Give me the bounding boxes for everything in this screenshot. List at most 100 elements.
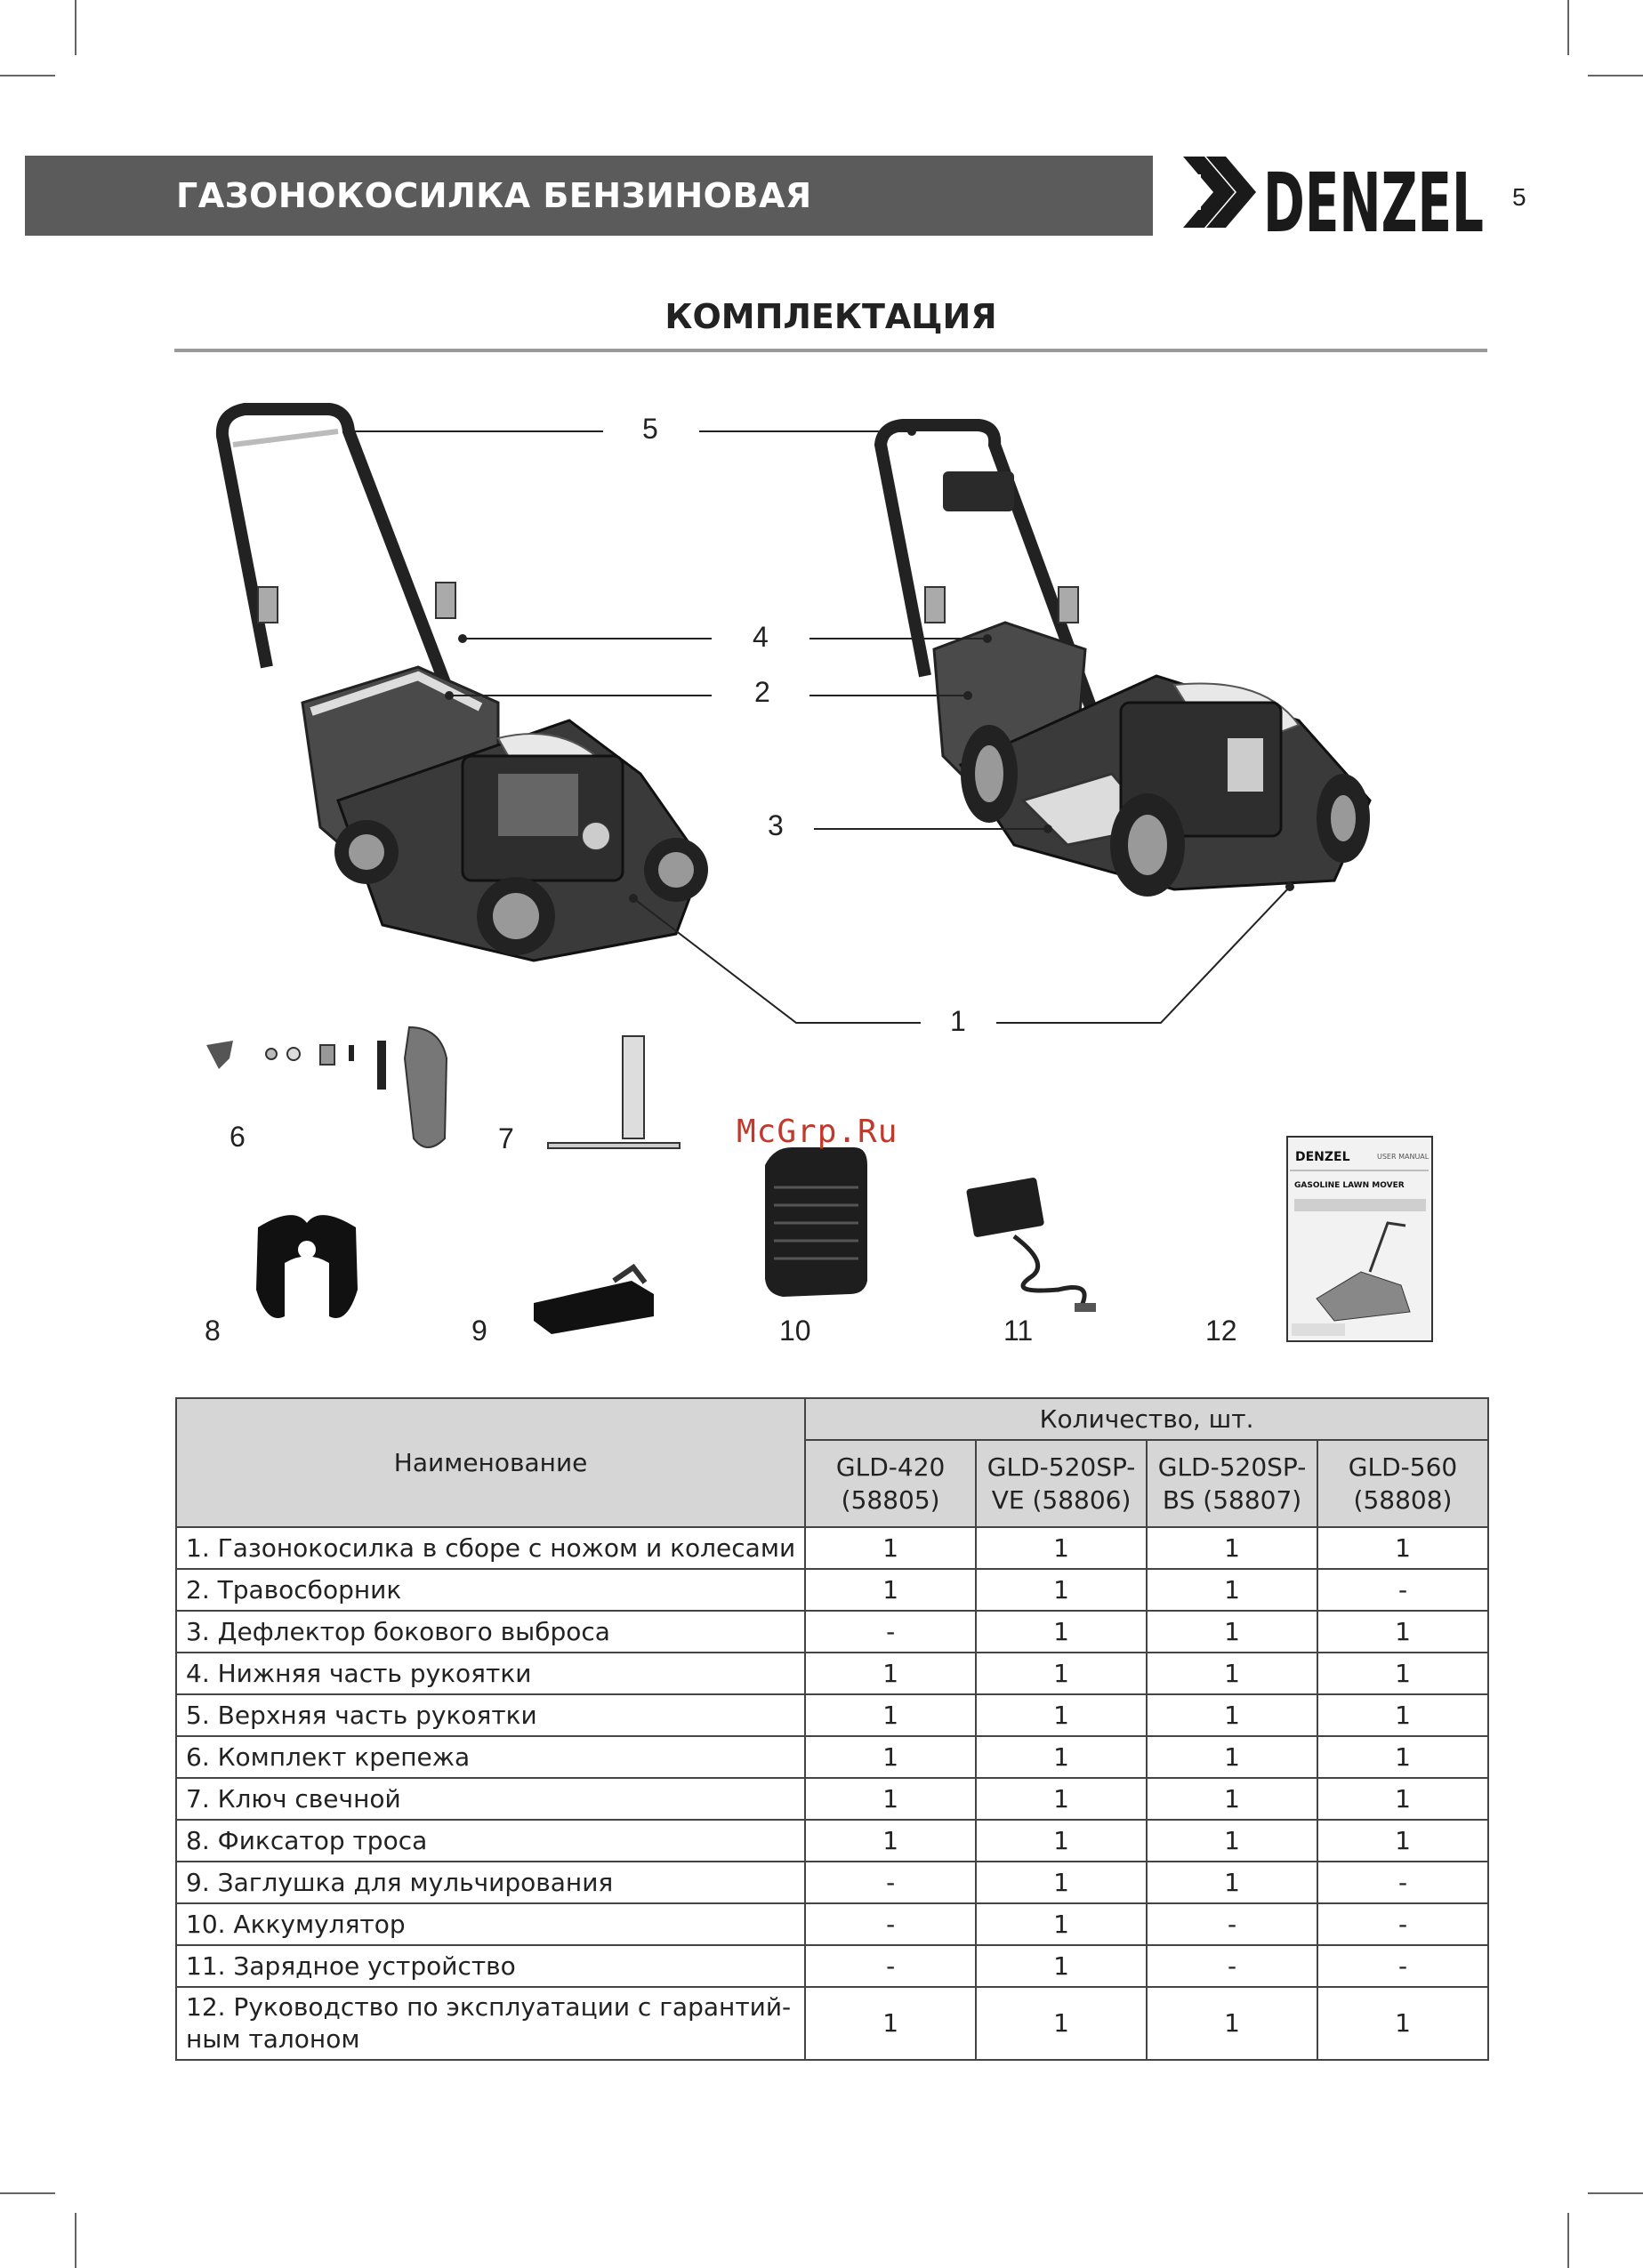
item-qty: 1 xyxy=(1146,1986,1319,2061)
quantity-column-header: Количество, шт. xyxy=(804,1397,1489,1441)
item-qty: 1 xyxy=(975,1902,1148,1946)
item-qty: 1 xyxy=(975,1777,1148,1821)
item-qty: - xyxy=(804,1610,978,1653)
item-qty: 1 xyxy=(1317,1610,1489,1653)
crop-mark-tr-h xyxy=(1588,75,1643,76)
item-qty: 1 xyxy=(975,1819,1148,1862)
model-line1: GLD-420 xyxy=(835,1452,946,1482)
callout-12: 12 xyxy=(1205,1315,1237,1347)
item-qty: 1 xyxy=(804,1777,978,1821)
item-qty: 1 xyxy=(975,1526,1148,1570)
item-name: 8. Фиксатор троса xyxy=(174,1819,807,1862)
table-header-row: Наименование Количество, шт. xyxy=(174,1397,1489,1528)
model-header: GLD-520SP-BS (58807) xyxy=(1146,1439,1319,1528)
manual-cover-brand: DENZEL xyxy=(1295,1150,1350,1164)
callout-4: 4 xyxy=(753,621,769,653)
model-line2: (58805) xyxy=(841,1485,940,1515)
item-name: 12. Руководство по эксплуатации с гарант… xyxy=(174,1986,807,2061)
callout-9: 9 xyxy=(471,1315,487,1347)
model-line1: GLD-520SP- xyxy=(1157,1452,1307,1482)
item-qty: 1 xyxy=(804,1693,978,1737)
watermark-text: McGrp.Ru xyxy=(737,1114,898,1150)
item-qty: 1 xyxy=(804,1568,978,1612)
table-row: 3. Дефлектор бокового выброса - 1 1 1 xyxy=(174,1610,1489,1653)
components-figure: DENZEL USER MANUAL GASOLINE LAWN MOVER 5… xyxy=(0,382,1643,1361)
crop-mark-tl-v xyxy=(75,0,77,55)
table-row: 11. Зарядное устройство - 1 - - xyxy=(174,1944,1489,1988)
item-name: 10. Аккумулятор xyxy=(174,1902,807,1946)
item-qty: 1 xyxy=(1146,1526,1319,1570)
item-qty: 1 xyxy=(804,1986,978,2061)
callout-1: 1 xyxy=(950,1005,966,1037)
model-line2: (58808) xyxy=(1353,1485,1453,1515)
cable-holder-illustration xyxy=(256,1215,358,1318)
table-row: 4. Нижняя часть рукоятки 1 1 1 1 xyxy=(174,1652,1489,1695)
item-qty: 1 xyxy=(1146,1777,1319,1821)
table-row: 2. Травосборник 1 1 1 - xyxy=(174,1568,1489,1612)
item-qty: 1 xyxy=(1146,1652,1319,1695)
crop-mark-br-h xyxy=(1588,2192,1643,2194)
callout-8: 8 xyxy=(205,1315,221,1347)
section-divider xyxy=(174,349,1487,352)
brand-logo-icon: DENZEL xyxy=(1183,156,1484,251)
model-header: GLD-520SP-VE (58806) xyxy=(975,1439,1148,1528)
crop-mark-tr-v xyxy=(1567,0,1569,55)
item-qty: - xyxy=(804,1902,978,1946)
item-qty: - xyxy=(1317,1944,1489,1988)
item-qty: 1 xyxy=(975,1861,1148,1904)
item-qty: - xyxy=(1146,1944,1319,1988)
manual-cover-illustration: DENZEL USER MANUAL GASOLINE LAWN MOVER xyxy=(1286,1136,1433,1342)
item-qty: 1 xyxy=(1146,1735,1319,1779)
model-line2: BS (58807) xyxy=(1162,1485,1302,1515)
components-illustration: DENZEL USER MANUAL GASOLINE LAWN MOVER xyxy=(206,403,1433,1342)
item-qty: - xyxy=(1317,1861,1489,1904)
leader-lines xyxy=(347,430,1291,1024)
model-header: GLD-420(58805) xyxy=(804,1439,978,1528)
mower-left-illustration xyxy=(215,403,708,962)
mower-right-illustration xyxy=(874,419,1372,897)
item-name: 6. Комплект крепежа xyxy=(174,1735,807,1779)
item-name: 4. Нижняя часть рукоятки xyxy=(174,1652,807,1695)
item-qty: 1 xyxy=(1317,1526,1489,1570)
item-qty: 1 xyxy=(1146,1568,1319,1612)
leader-dots xyxy=(342,427,1294,903)
item-qty: 1 xyxy=(975,1610,1148,1653)
callout-10: 10 xyxy=(779,1315,811,1347)
section-title: КОМПЛЕКТАЦИЯ xyxy=(664,297,997,336)
item-qty: 1 xyxy=(975,1568,1148,1612)
table-row: 7. Ключ свечной 1 1 1 1 xyxy=(174,1777,1489,1821)
item-qty: 1 xyxy=(975,1986,1148,2061)
item-qty: 1 xyxy=(975,1693,1148,1737)
header-bar: ГАЗОНОКОСИЛКА БЕНЗИНОВАЯ xyxy=(25,156,1153,236)
item-qty: 1 xyxy=(804,1652,978,1695)
item-name: 9. Заглушка для мульчирования xyxy=(174,1861,807,1904)
item-name-line2: ным талоном xyxy=(186,2024,360,2054)
item-qty: 1 xyxy=(804,1735,978,1779)
page-number: 5 xyxy=(1512,183,1526,211)
item-name: 5. Верхняя часть рукоятки xyxy=(174,1693,807,1737)
item-qty: 1 xyxy=(1146,1610,1319,1653)
item-qty: 1 xyxy=(975,1735,1148,1779)
item-qty: - xyxy=(804,1861,978,1904)
model-line1: GLD-560 xyxy=(1348,1452,1458,1482)
callout-6: 6 xyxy=(230,1121,246,1153)
charger-illustration xyxy=(966,1178,1096,1312)
manual-cover-title: GASOLINE LAWN MOVER xyxy=(1294,1181,1405,1190)
brand-logo: DENZEL xyxy=(1181,149,1488,251)
item-qty: 1 xyxy=(975,1652,1148,1695)
item-qty: - xyxy=(1146,1902,1319,1946)
callout-11: 11 xyxy=(1003,1315,1034,1347)
item-qty: 1 xyxy=(975,1944,1148,1988)
mulching-plug-illustration xyxy=(534,1263,654,1334)
callout-7: 7 xyxy=(498,1122,514,1154)
item-qty: 1 xyxy=(1317,1693,1489,1737)
crop-mark-bl-v xyxy=(75,2213,77,2268)
item-name: 11. Зарядное устройство xyxy=(174,1944,807,1988)
header-title: ГАЗОНОКОСИЛКА БЕНЗИНОВАЯ xyxy=(176,176,812,215)
item-qty: 1 xyxy=(1317,1652,1489,1695)
table-row: 6. Комплект крепежа 1 1 1 1 xyxy=(174,1735,1489,1779)
crop-mark-bl-h xyxy=(0,2192,55,2194)
item-qty: - xyxy=(1317,1902,1489,1946)
callout-2: 2 xyxy=(754,676,770,708)
crop-mark-tl-h xyxy=(0,75,55,76)
